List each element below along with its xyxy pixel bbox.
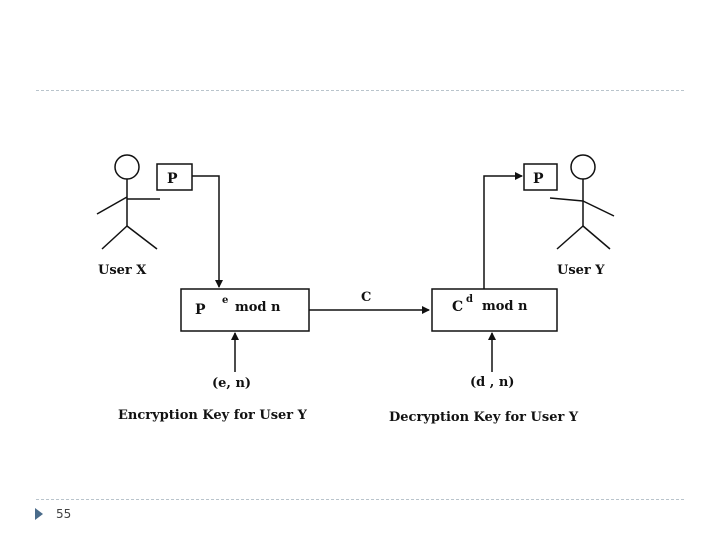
public-key-value: (e, n)	[212, 376, 251, 391]
user-x-message-box: P	[156, 163, 193, 191]
encrypt-box: P e mod n	[180, 288, 310, 332]
private-key-caption: Decryption Key for User Y	[389, 410, 579, 425]
user-y-figure	[549, 154, 615, 250]
encrypt-exponent: e	[222, 295, 228, 306]
user-x-message-label: P	[167, 171, 178, 187]
user-y-message-label: P	[533, 171, 544, 187]
slide-bullet-icon	[35, 508, 43, 520]
bottom-divider	[36, 499, 684, 500]
decrypt-operation: mod n	[482, 299, 528, 314]
top-divider	[36, 90, 684, 91]
encrypt-base: P	[195, 302, 206, 318]
user-x-label: User X	[98, 263, 147, 278]
decrypt-base: C	[452, 299, 463, 315]
user-y-label: User Y	[557, 263, 605, 278]
public-key-caption: Encryption Key for User Y	[118, 408, 308, 423]
page-number: 55	[56, 507, 72, 521]
decrypted-arrow	[483, 172, 523, 289]
user-y-message-box: P	[523, 163, 558, 191]
private-key-value: (d , n)	[470, 375, 514, 390]
user-x-figure	[96, 154, 160, 250]
plaintext-arrow	[192, 175, 223, 288]
decrypt-box: C d mod n	[431, 288, 558, 332]
ciphertext-label: C	[361, 290, 371, 305]
encrypt-operation: mod n	[235, 300, 281, 315]
decrypt-exponent: d	[466, 294, 473, 305]
